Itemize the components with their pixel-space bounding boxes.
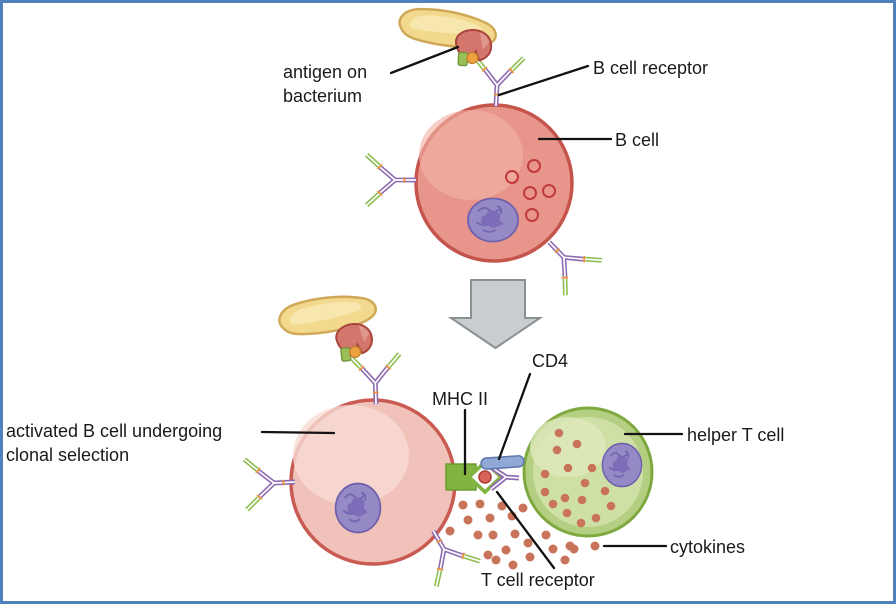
leader-line-antigen <box>389 45 460 75</box>
granule-dot <box>572 439 582 449</box>
cytokine-dot <box>518 503 528 513</box>
label-cytokines: cytokines <box>670 537 746 557</box>
label-antigen-line2: bacterium <box>283 86 363 106</box>
b-cell-receptor-icon <box>349 354 401 405</box>
label-b-cell-receptor: B cell receptor <box>593 58 709 78</box>
activated-b-cell-nucleus <box>334 482 382 534</box>
vesicle-ring <box>525 208 539 222</box>
cytokine-dot <box>445 526 455 536</box>
granule-dot <box>560 493 570 503</box>
cytokine-dot <box>483 550 493 560</box>
cytokine-dot <box>548 544 558 554</box>
granule-dot <box>600 486 610 496</box>
granule-dot <box>587 463 597 473</box>
leader-line-t-cell-receptor <box>495 490 556 570</box>
granule-dot <box>606 501 616 511</box>
granule-dot <box>591 513 601 523</box>
granule-dot <box>580 478 590 488</box>
cytokine-dot <box>590 541 600 551</box>
cytokine-dot <box>497 501 507 511</box>
activated-b-cell-highlight <box>293 405 409 505</box>
cytokine-dot <box>485 513 495 523</box>
granule-dot <box>563 463 573 473</box>
granule-dot <box>554 428 564 438</box>
antigen-icon <box>453 28 493 68</box>
down-arrow-icon <box>447 279 544 350</box>
b-cell-receptor-icon <box>367 155 416 205</box>
antigen-icon <box>334 321 376 363</box>
label-antigen-on-bacterium: antigen on bacterium <box>283 60 367 108</box>
granule-dot <box>577 495 587 505</box>
granule-dot <box>552 445 562 455</box>
cytokine-dot <box>560 555 570 565</box>
t-cell-granules <box>540 428 616 528</box>
label-b-cell: B cell <box>615 130 660 150</box>
granule-dot <box>540 469 550 479</box>
label-t-cell-receptor: T cell receptor <box>481 570 595 590</box>
immunological-synapse <box>445 455 525 495</box>
label-activated-line2: clonal selection <box>6 445 130 465</box>
cytokine-dot <box>523 538 533 548</box>
b-cell-receptor-icon <box>471 55 524 107</box>
t-cell-nucleus <box>601 442 643 488</box>
diagram-art <box>3 3 684 604</box>
vesicle-ring <box>523 186 537 200</box>
vesicle-ring <box>505 170 519 184</box>
vesicle-ring <box>527 159 541 173</box>
granule-dot <box>576 518 586 528</box>
leader-line-activated-b-cell <box>260 430 336 435</box>
label-cd4: CD4 <box>532 351 569 371</box>
b-cell-vesicles <box>505 159 556 222</box>
helper-t-cell-highlight <box>530 417 606 477</box>
b-cell-highlight <box>419 110 523 200</box>
cytokine-dot <box>565 541 575 551</box>
leader-line-cd4 <box>497 372 532 461</box>
b-cell-receptor-icon <box>244 457 296 510</box>
label-antigen-line1: antigen on <box>283 62 368 82</box>
label-helper-t-cell: helper T cell <box>687 425 785 445</box>
lower-scene <box>244 289 684 586</box>
upper-scene <box>367 3 613 295</box>
label-mhc2: MHC II <box>432 389 488 409</box>
granule-dot <box>548 499 558 509</box>
antigen-peptide <box>478 470 492 484</box>
label-activated-line1: activated B cell undergoing <box>6 421 223 441</box>
cytokine-dot <box>473 530 483 540</box>
cytokine-dot <box>525 552 535 562</box>
cytokine-dot <box>510 529 520 539</box>
granule-dot <box>562 508 572 518</box>
cytokine-dot <box>488 530 498 540</box>
granule-dot <box>540 487 550 497</box>
leader-line-b-cell-receptor <box>497 64 590 97</box>
cytokine-dot <box>508 560 518 570</box>
cytokine-dot <box>475 499 485 509</box>
cytokine-dot <box>458 500 468 510</box>
label-activated-b-cell: activated B cell undergoing clonal selec… <box>6 419 222 467</box>
vesicle-ring <box>542 184 556 198</box>
cytokine-dot <box>501 545 511 555</box>
cytokine-dot <box>491 555 501 565</box>
b-cell-nucleus <box>466 197 520 243</box>
cytokine-dot <box>463 515 473 525</box>
cytokine-dot <box>541 530 551 540</box>
cd4-molecule <box>480 455 525 470</box>
